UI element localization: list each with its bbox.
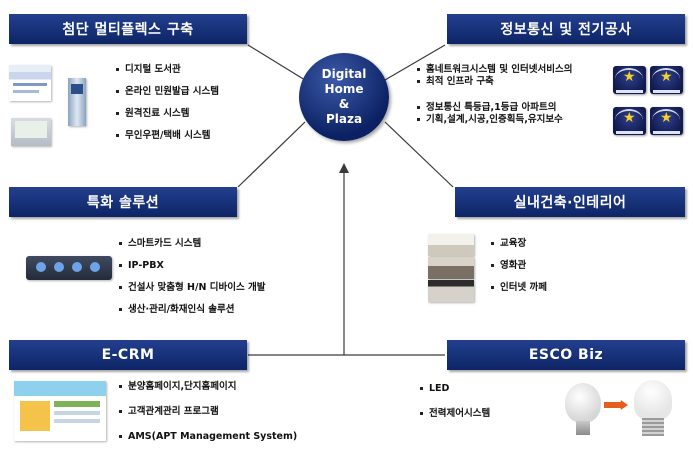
list-item: LED	[420, 383, 490, 395]
arrow-head-icon	[339, 163, 349, 173]
arrow-icon	[604, 400, 628, 410]
list-item: 원격진료 시스템	[116, 108, 219, 120]
header-interior: 실내건축·인테리어	[455, 187, 685, 217]
certification-badge-icon: ★	[650, 66, 683, 94]
list-item: 인터넷 까페	[491, 282, 547, 294]
list-item: 생산·관리/화재인식 솔루션	[119, 304, 265, 316]
list-item: 전력제어시스템	[420, 408, 490, 420]
header-multiplex: 첨단 멀티플렉스 구축	[9, 14, 247, 44]
cinema-photo	[428, 257, 474, 279]
list-item: 건설사 맞춤형 H/N 디바이스 개발	[119, 282, 265, 294]
connector-top-left	[247, 44, 306, 81]
ecrm-list: 분양홈페이지,단지홈페이지 고객관계관리 프로그램 AMS(APT Manage…	[119, 381, 297, 443]
connector-mid-right	[384, 121, 454, 188]
hub-line-2: Home	[324, 82, 364, 96]
special-list: 스마트카드 시스템 IP-PBX 건설사 맞춤형 H/N 디바이스 개발 생산·…	[119, 238, 265, 316]
connector-mid-left	[237, 121, 306, 188]
header-ecrm: E-CRM	[9, 340, 247, 370]
header-special: 특화 솔루션	[9, 187, 237, 217]
hub-line-1: Digital	[321, 67, 367, 81]
internet-cafe-photo	[428, 280, 474, 302]
certification-badge-icon: ★	[613, 107, 646, 135]
bulb-base-icon	[576, 421, 590, 435]
list-item: 고객관계관리 프로그램	[119, 406, 297, 418]
list-item: 홈네트워크시스템 및 인터넷서비스의	[417, 64, 572, 76]
multiplex-laptop-image	[11, 118, 51, 146]
certification-badge-icon: ★	[650, 107, 683, 135]
list-item: AMS(APT Management System)	[119, 431, 297, 443]
list-item-continuation: 기획,설계,시공,인증획득,유지보수	[417, 114, 572, 126]
list-item-continuation: 최적 인프라 구축	[417, 76, 572, 88]
header-esco: ESCO Biz	[447, 340, 685, 370]
multiplex-screen-image	[9, 65, 51, 101]
header-telecom: 정보통신 및 전기공사	[447, 14, 685, 44]
hub-line-3: &	[338, 97, 350, 111]
classroom-photo	[428, 234, 474, 256]
list-item: 무인우편/택배 시스템	[116, 130, 219, 142]
interior-list: 교육장 영화관 인터넷 까페	[491, 238, 547, 294]
list-item: 스마트카드 시스템	[119, 238, 265, 250]
led-bulb-icon	[634, 380, 672, 420]
list-item: 온라인 민원발급 시스템	[116, 86, 219, 98]
list-item: 정보통신 특등급,1등급 아파트의	[417, 102, 572, 114]
list-item: 디지털 도서관	[116, 64, 219, 76]
homepage-screenshot-image	[14, 381, 106, 441]
multiplex-list: 디지털 도서관 온라인 민원발급 시스템 원격진료 시스템 무인우편/택배 시스…	[116, 64, 219, 142]
hub-circle: Digital Home & Plaza	[299, 53, 389, 141]
list-item: IP-PBX	[119, 260, 265, 272]
bulb-icon	[565, 383, 601, 423]
certification-badge-icon: ★	[613, 66, 646, 94]
list-item: 분양홈페이지,단지홈페이지	[119, 381, 297, 393]
hub-line-4: Plaza	[325, 112, 363, 126]
telecom-list: 홈네트워크시스템 및 인터넷서비스의 최적 인프라 구축 정보통신 특등급,1등…	[417, 64, 572, 126]
device-panel-image	[26, 256, 112, 280]
esco-list: LED 전력제어시스템	[420, 383, 490, 420]
connector-top-right	[384, 44, 446, 81]
led-bulb-base-icon	[642, 418, 664, 436]
list-item: 영화관	[491, 260, 547, 272]
kiosk-image	[68, 78, 86, 126]
list-item: 교육장	[491, 238, 547, 250]
